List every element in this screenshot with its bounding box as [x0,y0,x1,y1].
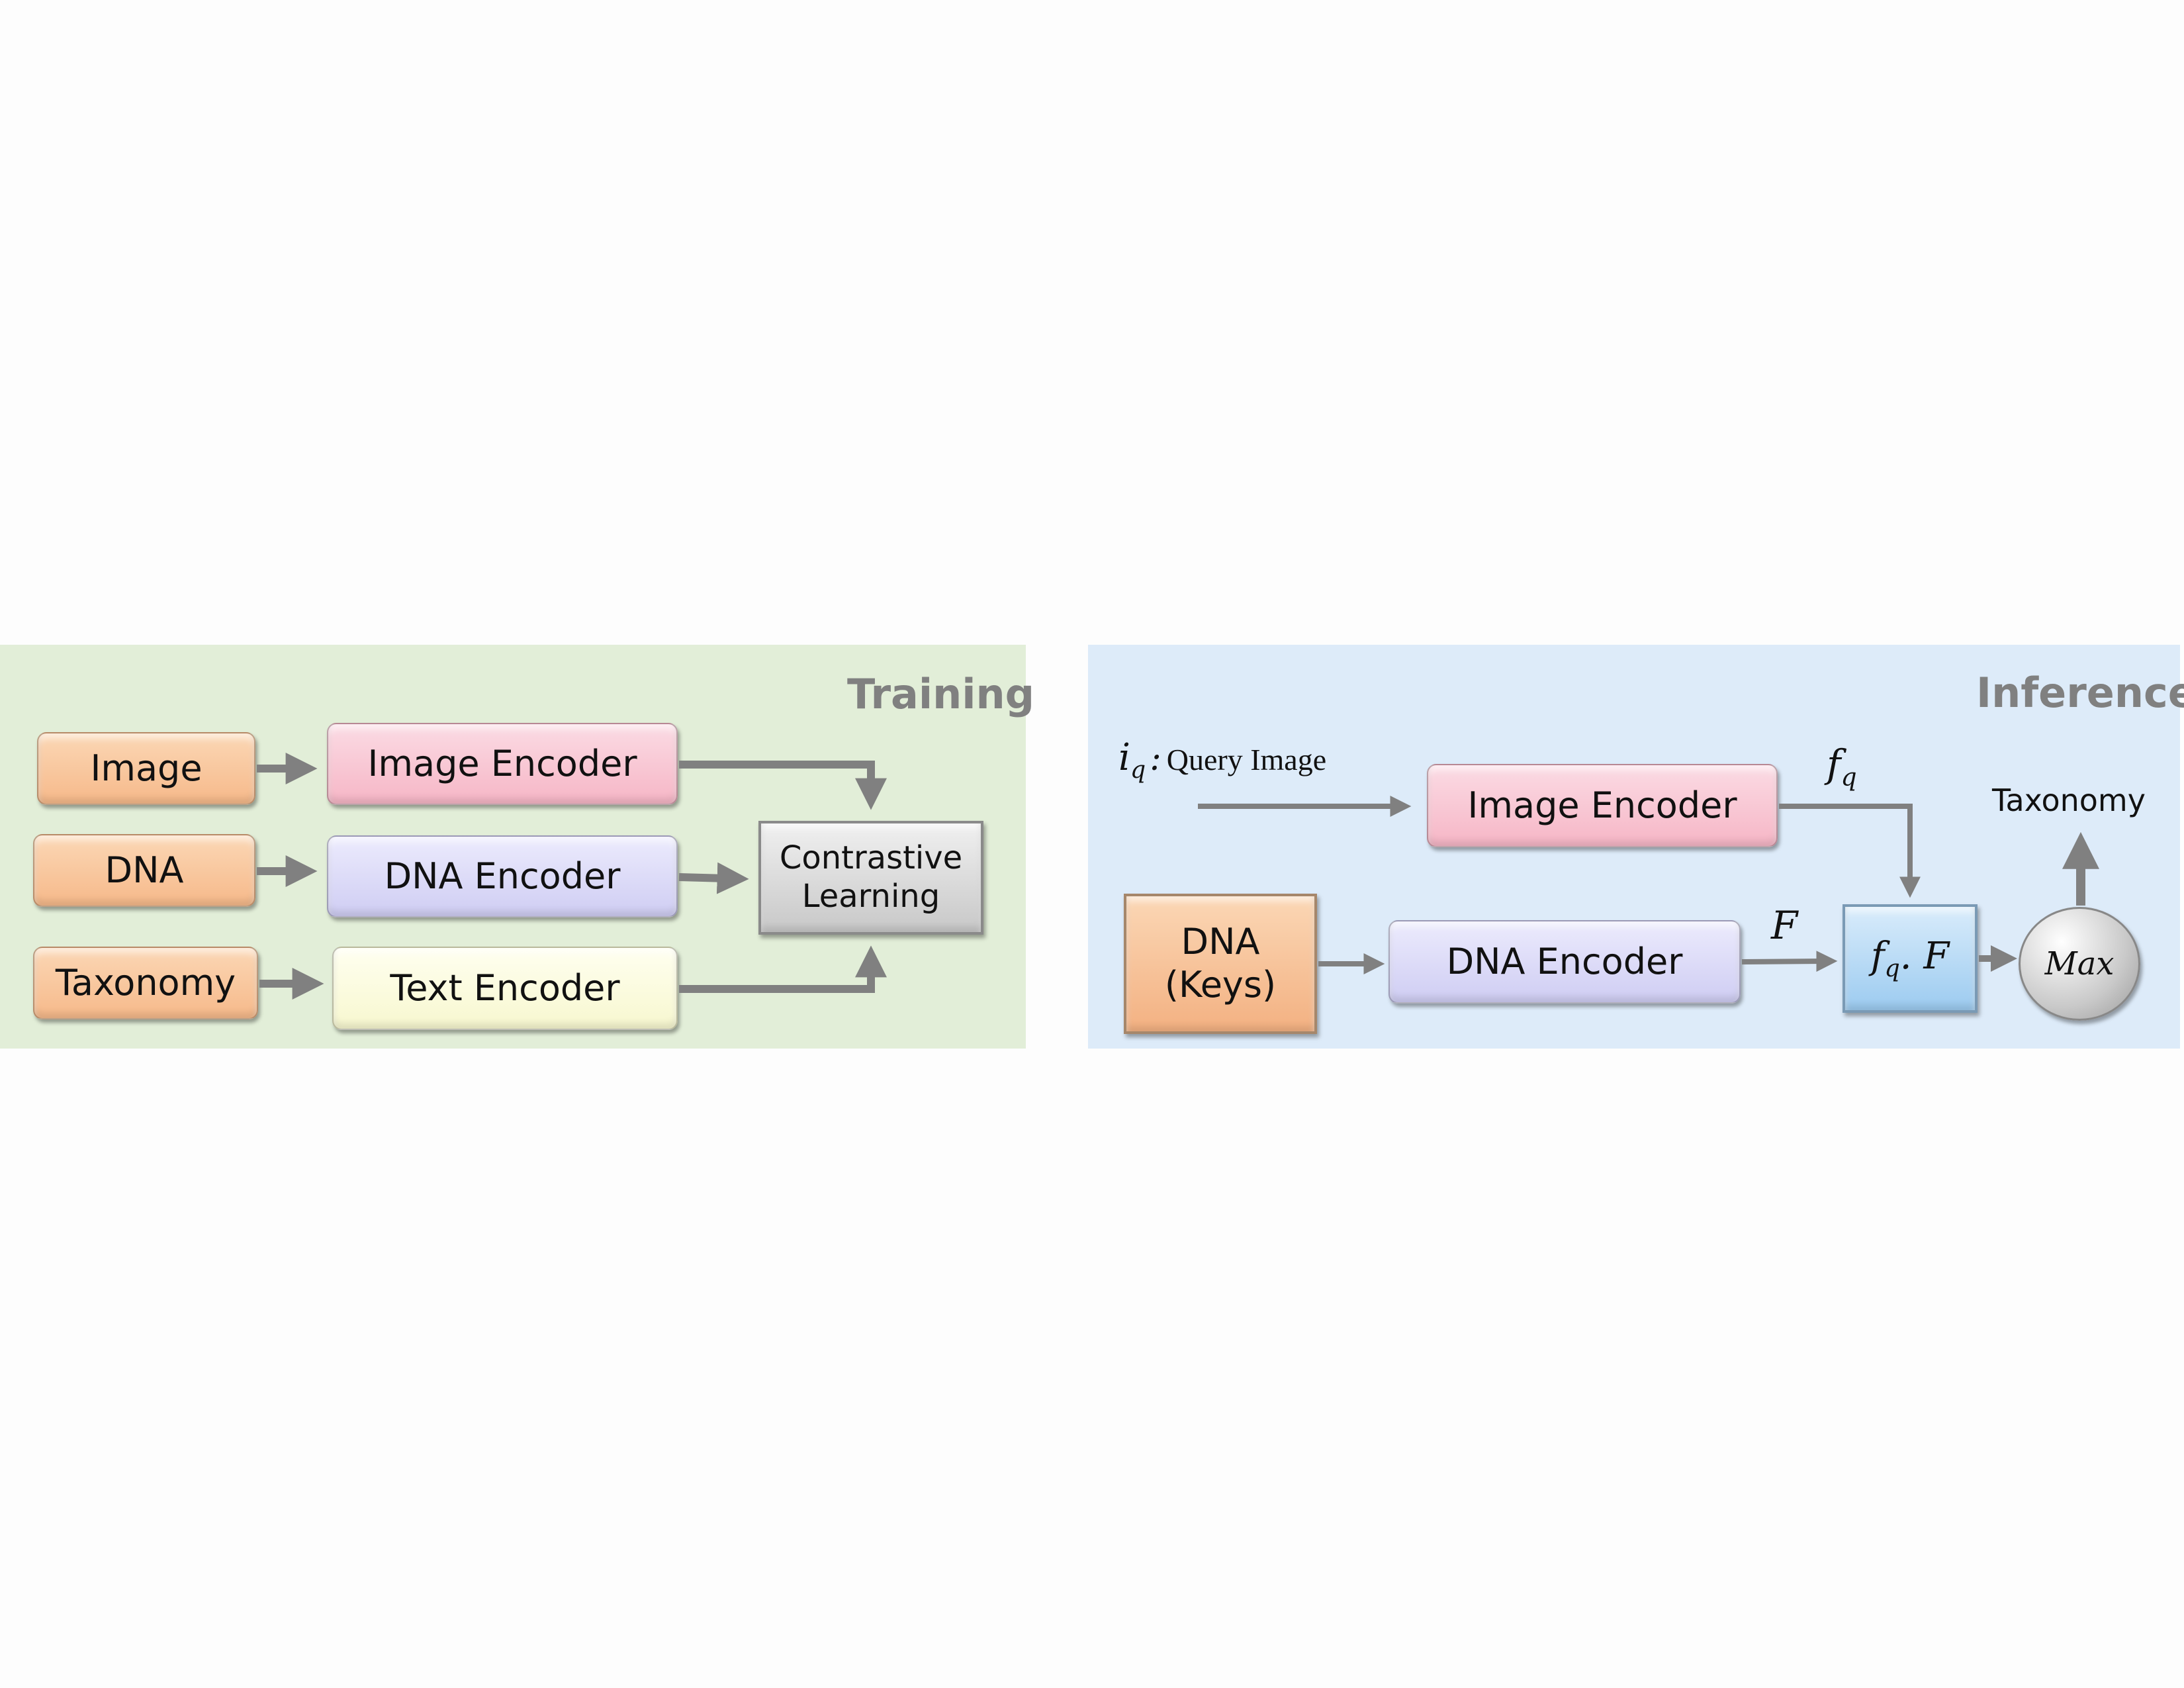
text-encoder-to-contrastive-arrow [679,945,887,993]
dna-keys-line2: (Keys) [1164,964,1277,1006]
max-label: Max [2044,945,2115,982]
image-input-label: Image [90,747,203,789]
contrastive-line2: Learning [801,878,940,915]
image-input-box: Image [37,732,255,805]
dna-input-label: DNA [105,849,184,891]
F-to-product-arrow [1741,951,1838,972]
taxonomy-output-label: Taxonomy [1992,782,2146,818]
fq-symbol: f [1827,741,1841,786]
dna-keys-box: DNA (Keys) [1124,894,1317,1034]
contrastive-learning-box: Contrastive Learning [758,821,983,935]
query-subscript: q [1130,755,1146,784]
fq-to-product-arrow [1779,804,1921,898]
dna-encoder-label: DNA Encoder [384,855,621,897]
F-label: F [1771,903,1798,948]
query-colon: : [1150,739,1161,778]
dna-keys-line1: DNA [1181,921,1260,963]
fq-subscript: q [1841,762,1857,792]
product-f: f [1870,935,1885,978]
inference-title: Inference [1976,669,2184,717]
max-circle: Max [2019,907,2140,1021]
dna-input-box: DNA [33,834,255,907]
product-sub: q [1884,954,1900,983]
query-text: Query Image [1166,743,1327,776]
query-image-label: iq:Query Image [1118,736,1326,784]
image-encoder-to-contrastive-arrow [679,761,887,810]
dot-product-box: fq. F [1843,904,1978,1013]
inference-dna-encoder-box: DNA Encoder [1388,920,1741,1004]
fq-label: fq [1827,741,1857,792]
taxonomy-input-label: Taxonomy [55,961,236,1004]
inference-dna-encoder-label: DNA Encoder [1446,940,1683,982]
image-encoder-label: Image Encoder [367,742,637,784]
query-symbol: i [1118,736,1130,779]
training-title: Training [847,670,1035,718]
inference-image-encoder-box: Image Encoder [1427,764,1778,847]
text-encoder-label: Text Encoder [390,966,620,1009]
dna-encoder-box: DNA Encoder [327,835,678,917]
inference-image-encoder-label: Image Encoder [1467,784,1737,826]
taxonomy-input-box: Taxonomy [33,947,258,1019]
product-rest: . F [1899,935,1950,978]
text-encoder-box: Text Encoder [332,947,678,1030]
contrastive-line1: Contrastive [779,839,963,877]
image-encoder-box: Image Encoder [327,723,678,805]
dna-encoder-to-contrastive-arrow [678,862,749,894]
